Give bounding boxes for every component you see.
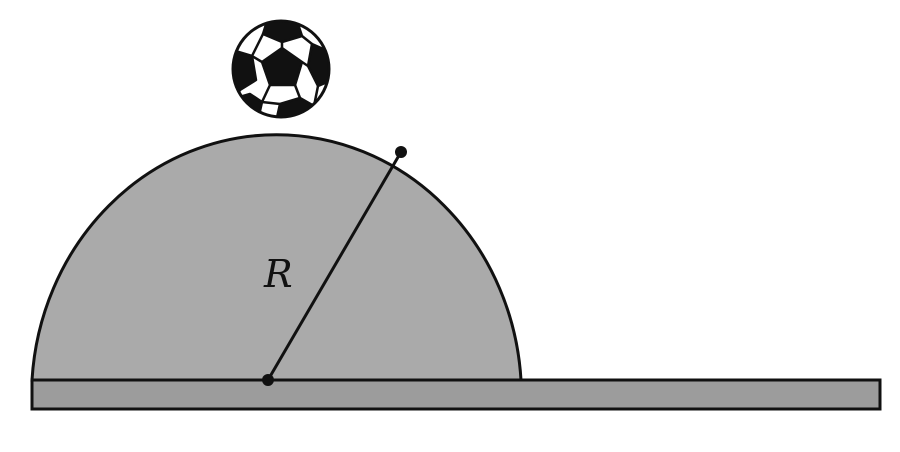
ground-plank [30, 378, 882, 411]
hemisphere [30, 133, 523, 382]
surface-point [395, 146, 407, 158]
soccer-ball-icon [231, 19, 331, 119]
radius-label: R [263, 252, 293, 296]
center-point [262, 374, 274, 386]
radius-line [266, 151, 403, 381]
